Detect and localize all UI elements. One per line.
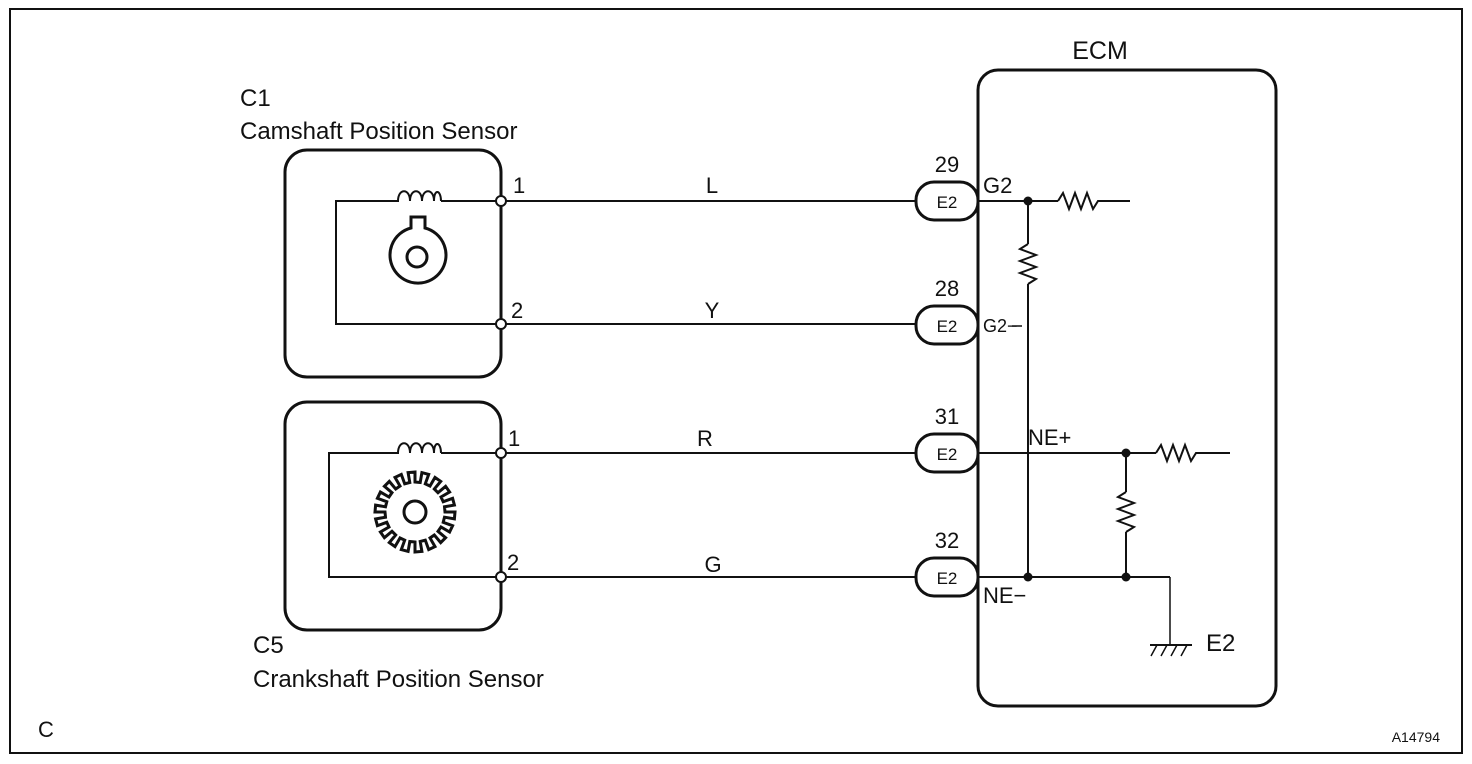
ecm-title: ECM — [1072, 37, 1128, 65]
camshaft-internal-wire — [335, 200, 501, 325]
camshaft-coil-icon — [396, 190, 442, 202]
g2-shunt-resistor-icon — [1017, 243, 1039, 285]
connector-pin-29: E2 — [914, 180, 980, 222]
crankshaft-pin2-terminal — [495, 571, 507, 583]
ne-shunt-resistor-icon — [1115, 491, 1137, 533]
wire-color-g: G — [704, 552, 721, 577]
svg-text:E2: E2 — [937, 317, 958, 336]
wire-color-r: R — [697, 426, 713, 451]
terminal-g2: G2 — [983, 173, 1012, 198]
ground-icon — [1150, 644, 1192, 657]
crank-rotor-icon — [373, 470, 457, 554]
camshaft-sensor-name: Camshaft Position Sensor — [240, 118, 517, 145]
svg-text:E2: E2 — [937, 569, 958, 588]
corner-label: C — [38, 717, 54, 742]
crankshaft-sensor-box — [283, 400, 503, 632]
g2-series-resistor-icon — [1057, 190, 1130, 212]
terminal-ne-plus: NE+ — [1028, 425, 1071, 450]
wire-color-l: L — [706, 173, 718, 198]
crankshaft-sensor-name: Crankshaft Position Sensor — [253, 666, 544, 693]
ne-series-resistor-icon — [1155, 442, 1230, 464]
ecm-box — [976, 68, 1278, 708]
terminal-ne-minus: NE− — [983, 583, 1026, 608]
cam-rotor-icon — [388, 215, 448, 285]
crankshaft-pin1-label: 1 — [508, 426, 520, 451]
camshaft-sensor-box — [283, 148, 503, 379]
pin-number-28: 28 — [935, 276, 959, 301]
pin-number-29: 29 — [935, 152, 959, 177]
crankshaft-internal-wire — [328, 452, 501, 578]
connector-pin-31: E2 — [914, 432, 980, 474]
connector-pin-28: E2 — [914, 304, 980, 346]
crankshaft-pin1-terminal — [495, 447, 507, 459]
connector-pin-32: E2 — [914, 556, 980, 598]
terminal-g2-minus: G2− — [983, 316, 1018, 336]
wire-color-y: Y — [705, 298, 720, 323]
crankshaft-coil-icon — [396, 442, 442, 454]
pin-number-32: 32 — [935, 528, 959, 553]
ground-label: E2 — [1206, 630, 1235, 657]
diagram-frame — [9, 8, 1463, 754]
camshaft-pin2-label: 2 — [511, 298, 523, 323]
junction-dot — [1023, 572, 1033, 582]
svg-text:E2: E2 — [937, 193, 958, 212]
camshaft-pin2-terminal — [495, 318, 507, 330]
camshaft-pin1-terminal — [495, 195, 507, 207]
junction-dot — [1121, 448, 1131, 458]
crankshaft-pin2-label: 2 — [507, 550, 519, 575]
camshaft-sensor-code: C1 — [240, 85, 271, 112]
camshaft-pin1-label: 1 — [513, 173, 525, 198]
junction-dot — [1023, 196, 1033, 206]
svg-text:E2: E2 — [937, 445, 958, 464]
junction-dot — [1121, 572, 1131, 582]
crankshaft-sensor-code: C5 — [253, 632, 284, 659]
pin-number-31: 31 — [935, 404, 959, 429]
figure-id: A14794 — [1392, 729, 1440, 745]
